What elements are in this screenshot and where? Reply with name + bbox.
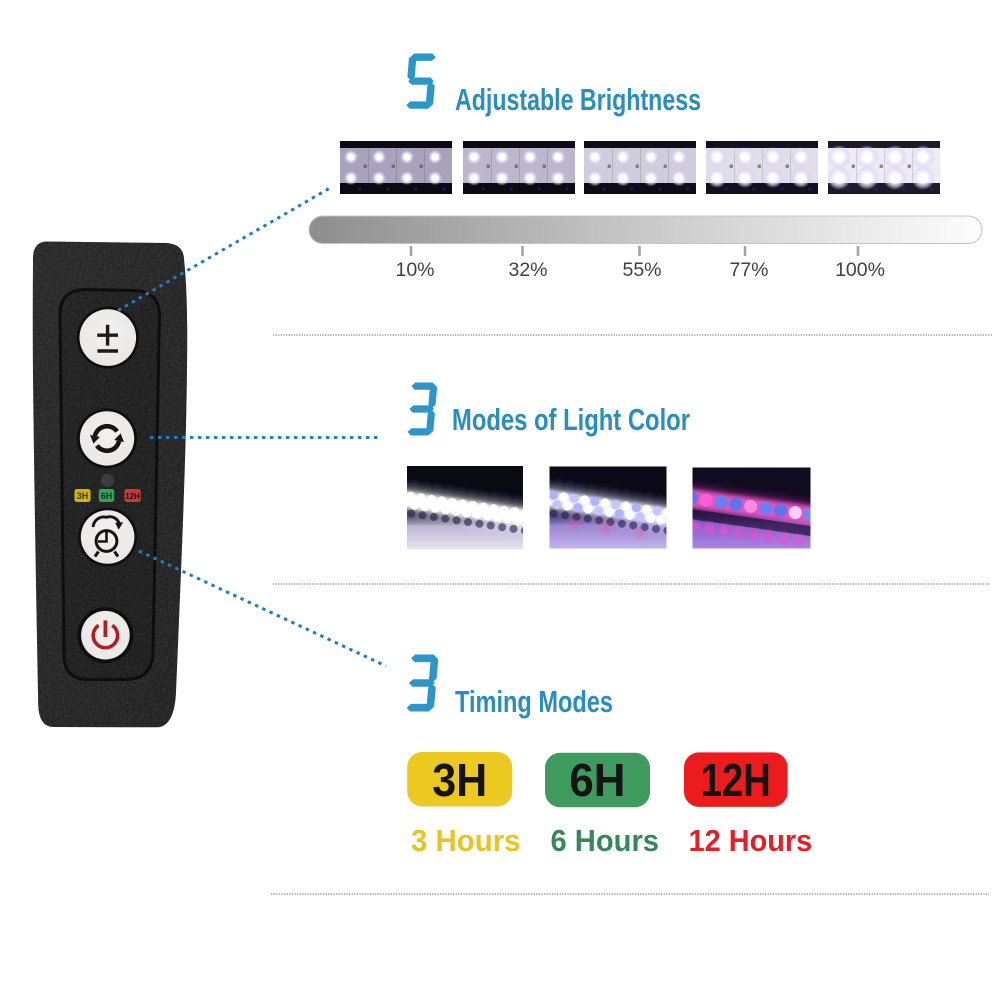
svg-text:6H: 6H xyxy=(569,754,625,806)
svg-text:3 Hours: 3 Hours xyxy=(411,823,521,858)
svg-text:32%: 32% xyxy=(508,259,547,281)
svg-text:12H: 12H xyxy=(701,754,771,806)
svg-text:Timing Modes: Timing Modes xyxy=(455,684,613,719)
svg-text:6H: 6H xyxy=(101,491,113,501)
svg-text:12 Hours: 12 Hours xyxy=(689,823,813,858)
svg-text:100%: 100% xyxy=(835,259,885,281)
svg-text:12H: 12H xyxy=(125,492,140,501)
svg-text:Adjustable Brightness: Adjustable Brightness xyxy=(455,82,701,117)
svg-text:3H: 3H xyxy=(77,491,89,501)
svg-text:6 Hours: 6 Hours xyxy=(551,823,660,858)
svg-text:Modes of Light Color: Modes of Light Color xyxy=(452,402,690,437)
svg-text:3H: 3H xyxy=(432,754,487,806)
svg-text:10%: 10% xyxy=(395,259,434,281)
svg-text:77%: 77% xyxy=(729,259,768,281)
svg-text:55%: 55% xyxy=(622,259,661,281)
